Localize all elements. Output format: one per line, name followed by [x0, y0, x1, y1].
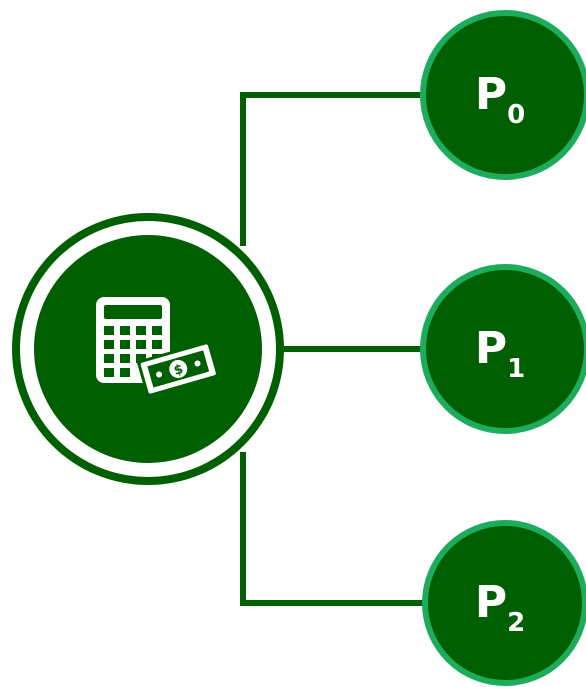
connector-p0	[240, 92, 430, 246]
node-p0-label: P0	[475, 69, 525, 130]
node-p2-circle	[422, 520, 586, 686]
node-p1-circle	[420, 264, 586, 434]
calculator-money-icon: $	[96, 297, 220, 398]
hub-node: $	[12, 213, 284, 485]
connectors	[240, 92, 430, 606]
node-p1: P1	[420, 264, 586, 434]
node-p0: P0	[420, 10, 586, 180]
node-p1-label: P1	[475, 323, 525, 384]
node-p2-label: P2	[475, 577, 525, 638]
node-p0-circle	[420, 10, 586, 180]
svg-text:$: $	[172, 362, 185, 379]
node-p2: P2	[422, 520, 586, 686]
connector-p2	[240, 452, 430, 606]
